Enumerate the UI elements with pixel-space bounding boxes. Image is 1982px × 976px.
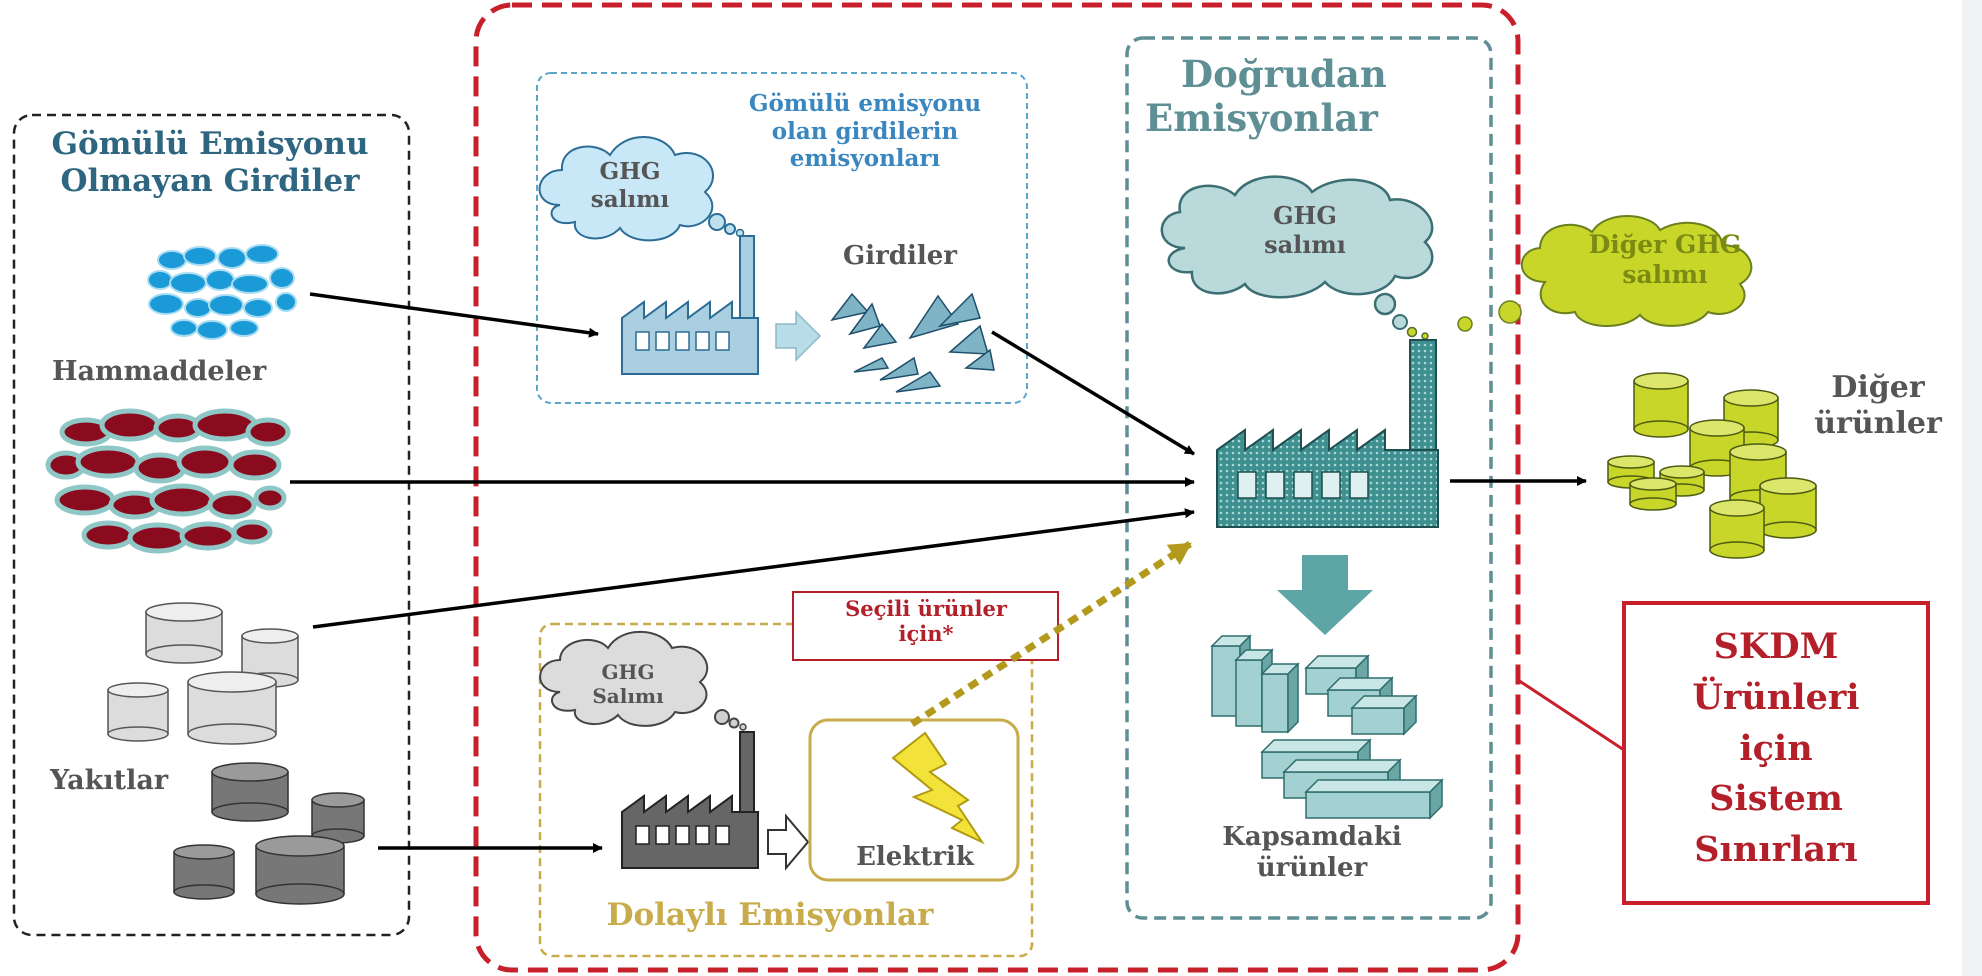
selected-products-line1: Seçili ürünler — [845, 596, 1007, 621]
main-factory-icon — [1216, 339, 1439, 528]
direct-emissions-title: Doğrudan Emisyonlar — [1145, 52, 1425, 141]
other-products-icon — [1607, 372, 1817, 559]
direct-line2: Emisyonlar — [1145, 96, 1378, 141]
arrow-inputs-to-factory — [991, 330, 1195, 456]
non-embedded-inputs-title: Gömülü Emisyonu Olmayan Girdiler — [40, 126, 380, 200]
raw-materials-red-icon — [45, 408, 291, 554]
direct-emissions-box — [1125, 36, 1493, 920]
selected-products-line2: için* — [898, 621, 954, 647]
indirect-process-arrow — [767, 813, 810, 871]
indirect-emissions-box — [538, 622, 1034, 958]
scope-products-line1: Kapsamdaki — [1222, 822, 1402, 852]
direct-ghg-text: GHG — [1273, 201, 1337, 230]
system-boundary-line2: Ürünleri — [1692, 676, 1860, 718]
inputs-shards-icon — [830, 292, 995, 393]
embedded-inputs-box — [536, 72, 1028, 404]
system-boundary-line3: için — [1739, 727, 1813, 769]
raw-materials-label: Hammaddeler — [52, 356, 267, 387]
embedded-inputs-title: Gömülü emisyonu olan girdilerin emisyonl… — [730, 90, 1000, 173]
system-boundary-label: SKDM Ürünleri için Sistem Sınırları — [1624, 622, 1928, 876]
direct-ghg-label: GHG salımı — [1245, 201, 1365, 260]
boundary-callout-connector — [1517, 678, 1625, 752]
right-edge-decoration — [1962, 0, 1982, 976]
indirect-ghg-label: GHG Salımı — [578, 660, 678, 708]
ghg-cloud-embedded — [538, 136, 745, 242]
other-products-line1: Diğer — [1831, 370, 1925, 405]
lightning-bolt-icon — [891, 731, 985, 845]
system-boundary-label-box — [1622, 601, 1930, 905]
system-boundary-line4: Sistem — [1709, 778, 1843, 820]
selected-products-label: Seçili ürünler için* — [796, 596, 1056, 646]
raw-materials-blue-icon — [147, 244, 297, 340]
other-ghg-line1: Diğer GHG — [1588, 230, 1742, 259]
inputs-label: Girdiler — [843, 241, 957, 271]
indirect-emissions-factory-icon — [621, 731, 759, 869]
electricity-label: Elektrik — [856, 842, 974, 872]
scope-products-label: Kapsamdaki ürünler — [1212, 822, 1412, 884]
arrow-electricity-to-factory — [910, 541, 1192, 727]
other-products-label: Diğer ürünler — [1808, 370, 1948, 442]
non-embedded-title-line1: Gömülü Emisyonu — [51, 126, 369, 162]
fuels-dark-icon — [173, 762, 365, 905]
ghg-cloud-other — [1457, 215, 1753, 332]
fuels-label: Yakıtlar — [50, 765, 169, 796]
main-factory-down-arrow — [1277, 555, 1373, 635]
embedded-inputs-line2: olan girdilerin — [771, 117, 959, 145]
indirect-salimi-text: Salımı — [592, 684, 664, 708]
embedded-inputs-line3: emisyonları — [789, 145, 941, 173]
scope-products-line2: ürünler — [1256, 853, 1368, 884]
indirect-ghg-text: GHG — [601, 660, 655, 684]
embedded-ghg-text: GHG — [599, 158, 661, 185]
system-boundary-line1: SKDM — [1713, 626, 1839, 667]
non-embedded-title-line2: Olmayan Girdiler — [60, 163, 360, 200]
indirect-emissions-title: Dolaylı Emisyonlar — [606, 897, 934, 933]
embedded-salimi-text: salımı — [590, 185, 670, 213]
other-ghg-line2: salımı — [1622, 260, 1708, 289]
other-products-line2: ürünler — [1814, 406, 1942, 441]
embedded-ghg-label: GHG salımı — [575, 158, 685, 213]
selected-products-callout — [792, 591, 1059, 661]
arrow-fuels-to-factory — [312, 508, 1195, 629]
other-ghg-label: Diğer GHG salımı — [1560, 230, 1770, 290]
fuels-light-icon — [107, 602, 299, 745]
direct-line1: Doğrudan — [1181, 52, 1387, 96]
ghg-cloud-direct — [1160, 175, 1434, 340]
scope-products-icon — [1210, 634, 1444, 820]
embedded-process-arrow — [775, 310, 822, 362]
system-boundary-line5: Sınırları — [1694, 829, 1858, 870]
system-boundary-box — [473, 2, 1521, 973]
ghg-cloud-indirect — [539, 630, 747, 731]
arrow-raw-blue-to-embedded — [309, 292, 599, 338]
embedded-inputs-factory-icon — [621, 235, 759, 375]
embedded-inputs-line1: Gömülü emisyonu — [748, 90, 982, 117]
direct-salimi-text: salımı — [1264, 229, 1346, 259]
